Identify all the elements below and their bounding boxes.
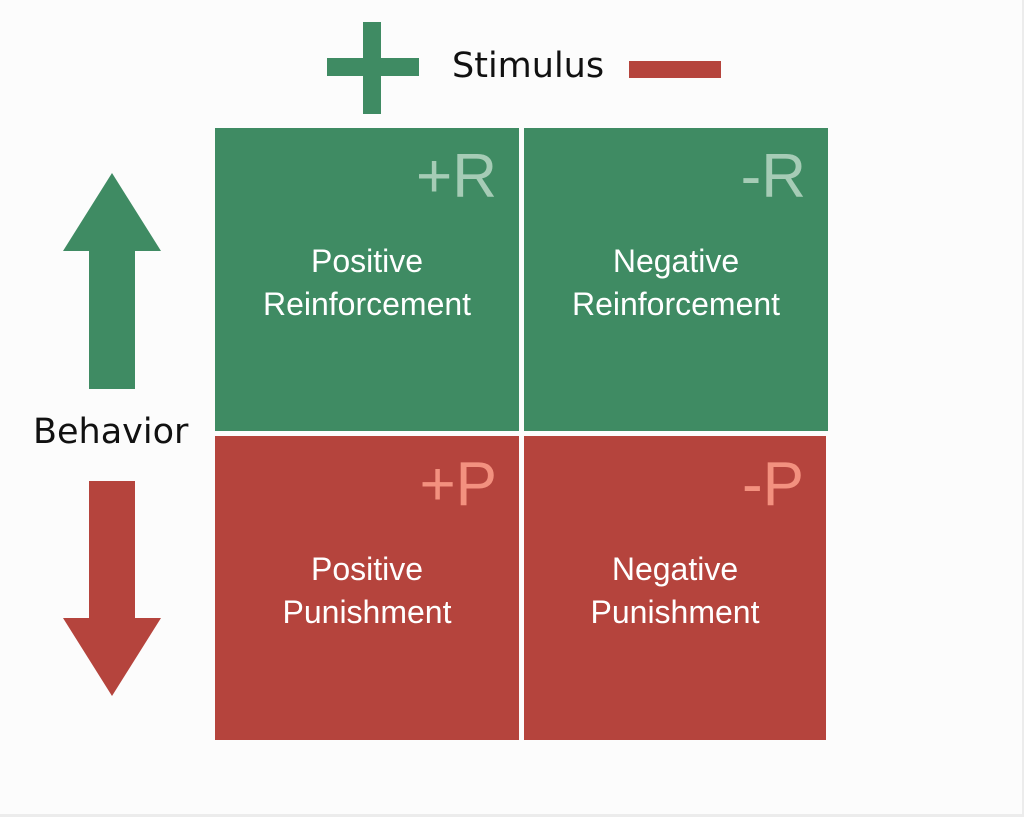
quadrant-title-line1: Positive [310, 243, 424, 279]
quadrant-positive-punishment: +P Positive Punishment [215, 436, 519, 740]
quadrant-title: Negative Punishment [524, 548, 826, 634]
quadrant-title: Positive Punishment [215, 548, 519, 634]
arrow-up-icon [63, 173, 161, 389]
arrow-down-shape [63, 481, 161, 696]
arrow-up-shape [63, 173, 161, 389]
quadrant-title-line1: Negative [611, 551, 739, 587]
stimulus-label: Stimulus [452, 46, 605, 86]
quadrant-title-line1: Negative [612, 243, 740, 279]
quadrant-code: -P [742, 450, 804, 519]
quadrant-negative-punishment: -P Negative Punishment [524, 436, 826, 740]
quadrant-code: +P [419, 450, 497, 519]
quadrant-code: +R [416, 142, 497, 211]
quadrant-title: Negative Reinforcement [524, 240, 828, 326]
quadrant-negative-reinforcement: -R Negative Reinforcement [524, 128, 828, 431]
quadrant-positive-reinforcement: +R Positive Reinforcement [215, 128, 519, 431]
quadrant-code: -R [740, 142, 806, 211]
plus-icon [327, 22, 419, 114]
quadrant-title: Positive Reinforcement [215, 240, 519, 326]
quadrant-title-line2: Punishment [590, 594, 760, 630]
plus-icon-vertical-bar [363, 22, 381, 114]
quadrant-title-line2: Reinforcement [262, 286, 472, 322]
behavior-label: Behavior [33, 412, 189, 452]
quadrant-title-line1: Positive [310, 551, 424, 587]
arrow-down-icon [63, 481, 161, 696]
quadrant-title-line2: Reinforcement [571, 286, 781, 322]
quadrant-title-line2: Punishment [282, 594, 452, 630]
minus-icon [629, 61, 721, 78]
